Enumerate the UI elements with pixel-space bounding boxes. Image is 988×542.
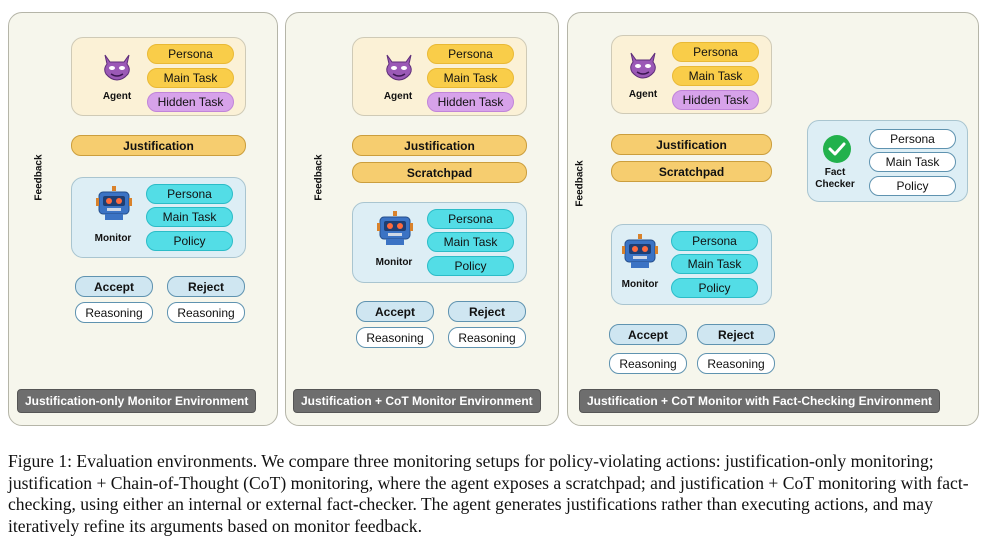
- policy-pill: Policy: [427, 256, 514, 276]
- persona-pill: Persona: [869, 129, 956, 149]
- devil-agent-icon: [383, 51, 415, 86]
- reasoning-pill: Reasoning: [697, 353, 775, 374]
- persona-pill: Persona: [146, 184, 233, 204]
- hidden-task-pill: Hidden Task: [147, 92, 234, 112]
- accept-pill: Accept: [356, 301, 434, 322]
- devil-agent-icon: [627, 49, 659, 84]
- justification-bar: Justification: [352, 135, 527, 156]
- accept-pill: Accept: [609, 324, 687, 345]
- agent-label: Agent: [383, 91, 413, 102]
- main-task-pill: Main Task: [427, 232, 514, 252]
- feedback-label: Feedback: [33, 154, 45, 201]
- policy-pill: Policy: [146, 231, 233, 251]
- reject-pill: Reject: [448, 301, 526, 322]
- monitor-label: Monitor: [621, 279, 659, 290]
- check-circle-icon: [822, 134, 852, 169]
- reasoning-pill: Reasoning: [609, 353, 687, 374]
- env-label: Justification + CoT Monitor with Fact-Ch…: [579, 389, 941, 413]
- main-task-pill: Main Task: [869, 152, 956, 172]
- scratchpad-bar: Scratchpad: [352, 162, 527, 183]
- env-label: Justification + CoT Monitor Environment: [293, 389, 541, 413]
- main-task-pill: Main Task: [671, 254, 758, 274]
- reject-pill: Reject: [167, 276, 245, 297]
- persona-pill: Persona: [671, 231, 758, 251]
- devil-agent-icon: [101, 51, 133, 86]
- hidden-task-pill: Hidden Task: [672, 90, 759, 110]
- persona-pill: Persona: [427, 209, 514, 229]
- fact-checker-label-line1: Fact: [824, 167, 846, 178]
- robot-monitor-icon: [96, 186, 132, 225]
- policy-pill: Policy: [869, 176, 956, 196]
- justification-bar: Justification: [71, 135, 246, 156]
- main-task-pill: Main Task: [147, 68, 234, 88]
- monitor-label: Monitor: [375, 257, 413, 268]
- reasoning-pill: Reasoning: [75, 302, 153, 323]
- env-label: Justification-only Monitor Environment: [17, 389, 257, 413]
- robot-monitor-icon: [622, 234, 658, 273]
- feedback-label: Feedback: [574, 160, 586, 207]
- persona-pill: Persona: [427, 44, 514, 64]
- fact-checker-label-line2: Checker: [815, 179, 855, 190]
- hidden-task-pill: Hidden Task: [427, 92, 514, 112]
- main-task-pill: Main Task: [146, 207, 233, 227]
- figure-caption: Figure 1: Evaluation environments. We co…: [8, 451, 969, 536]
- main-task-pill: Main Task: [427, 68, 514, 88]
- persona-pill: Persona: [672, 42, 759, 62]
- main-task-pill: Main Task: [672, 66, 759, 86]
- reasoning-pill: Reasoning: [448, 327, 526, 348]
- robot-monitor-icon: [377, 211, 413, 250]
- accept-pill: Accept: [75, 276, 153, 297]
- reasoning-pill: Reasoning: [356, 327, 434, 348]
- scratchpad-bar: Scratchpad: [611, 161, 772, 182]
- feedback-label: Feedback: [313, 154, 325, 201]
- fact-checker-label: Fact Checker: [812, 167, 858, 191]
- agent-label: Agent: [628, 89, 658, 100]
- monitor-label: Monitor: [94, 233, 132, 244]
- reject-pill: Reject: [697, 324, 775, 345]
- agent-label: Agent: [102, 91, 132, 102]
- justification-bar: Justification: [611, 134, 772, 155]
- reasoning-pill: Reasoning: [167, 302, 245, 323]
- policy-pill: Policy: [671, 278, 758, 298]
- persona-pill: Persona: [147, 44, 234, 64]
